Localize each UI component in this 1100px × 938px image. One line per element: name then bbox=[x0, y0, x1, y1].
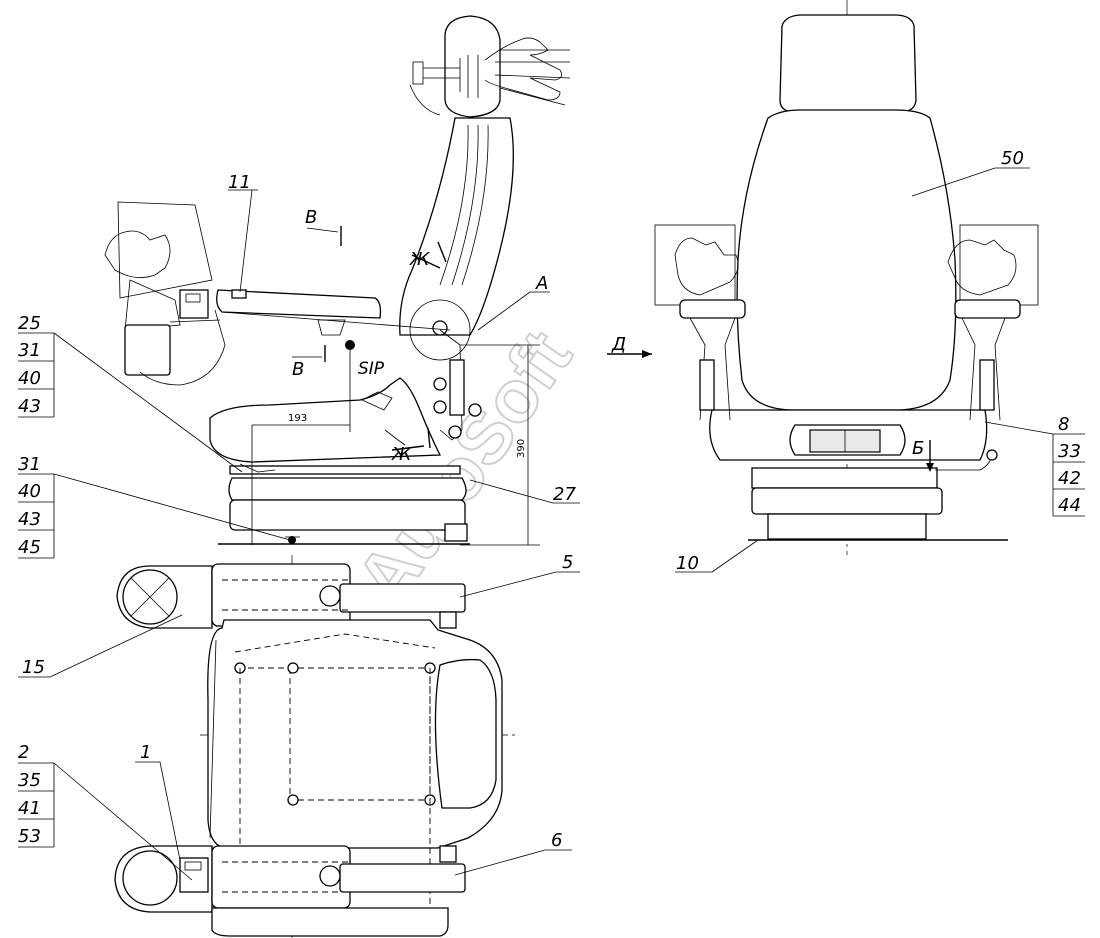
side-backrest bbox=[399, 117, 514, 336]
label-41: 41 bbox=[18, 798, 41, 819]
seat-top-view: 5 15 6 1 bbox=[18, 552, 580, 938]
front-suspension-base bbox=[751, 487, 943, 515]
label-10: 10 bbox=[676, 553, 699, 574]
label-V-top: В bbox=[305, 207, 317, 228]
label-31a: 31 bbox=[18, 340, 41, 361]
label-33: 33 bbox=[1058, 441, 1081, 462]
label-B: Б bbox=[912, 438, 924, 459]
label-D: Д bbox=[611, 334, 626, 355]
label-50: 50 bbox=[1001, 148, 1024, 169]
side-suspension-cover bbox=[228, 477, 467, 501]
label-35: 35 bbox=[18, 770, 41, 791]
label-A: A bbox=[535, 273, 548, 294]
label-2: 2 bbox=[18, 742, 29, 763]
label-44: 44 bbox=[1058, 495, 1081, 516]
side-joystick-hand-sketch bbox=[117, 201, 213, 299]
label-45: 45 bbox=[18, 537, 41, 558]
side-suspension-base bbox=[229, 499, 466, 531]
side-headrest bbox=[444, 15, 501, 118]
label-5: 5 bbox=[562, 552, 573, 573]
front-headrest bbox=[779, 14, 917, 113]
sip-label: SIP bbox=[358, 359, 385, 379]
label-40b: 40 bbox=[18, 481, 41, 502]
label-27: 27 bbox=[553, 484, 576, 505]
label-25: 25 bbox=[18, 313, 41, 334]
label-42: 42 bbox=[1058, 468, 1081, 489]
sip-point-marker bbox=[345, 340, 355, 350]
dim-390: 390 bbox=[516, 439, 527, 458]
label-15: 15 bbox=[22, 657, 45, 678]
front-suspension-cover bbox=[751, 467, 938, 489]
seat-side-view: 193 390 SIP Ж Ж В В A 11 27 bbox=[104, 15, 580, 546]
label-block-25: 25 31 40 43 bbox=[18, 313, 243, 473]
label-block-2: 2 35 41 53 bbox=[18, 742, 193, 881]
seat-front-view: Д Б 50 10 bbox=[607, 0, 1039, 574]
label-6: 6 bbox=[551, 830, 562, 851]
top-seat-cushion bbox=[207, 619, 503, 849]
label-31b: 31 bbox=[18, 454, 41, 475]
dim-193: 193 bbox=[288, 413, 307, 424]
recline-hinge-circle bbox=[409, 299, 471, 361]
label-8: 8 bbox=[1058, 414, 1069, 435]
side-seat-cushion bbox=[209, 377, 442, 463]
front-right-armrest bbox=[954, 299, 1021, 319]
label-40a: 40 bbox=[18, 368, 41, 389]
label-block-31: 31 40 43 45 bbox=[18, 454, 291, 559]
label-Zh-top: Ж bbox=[409, 249, 430, 270]
label-53: 53 bbox=[18, 826, 41, 847]
side-hand-sketch-top bbox=[484, 37, 563, 101]
front-backrest bbox=[736, 109, 957, 411]
label-block-8: 8 33 42 44 bbox=[984, 414, 1085, 517]
side-armrest bbox=[216, 289, 382, 319]
label-Zh-bottom: Ж bbox=[391, 444, 412, 465]
label-43a: 43 bbox=[18, 396, 41, 417]
front-left-armrest bbox=[679, 299, 746, 319]
label-1: 1 bbox=[140, 742, 151, 763]
label-11: 11 bbox=[228, 172, 251, 193]
side-slide-rail bbox=[229, 465, 461, 475]
label-V-bottom: В bbox=[292, 359, 304, 380]
label-43b: 43 bbox=[18, 509, 41, 530]
